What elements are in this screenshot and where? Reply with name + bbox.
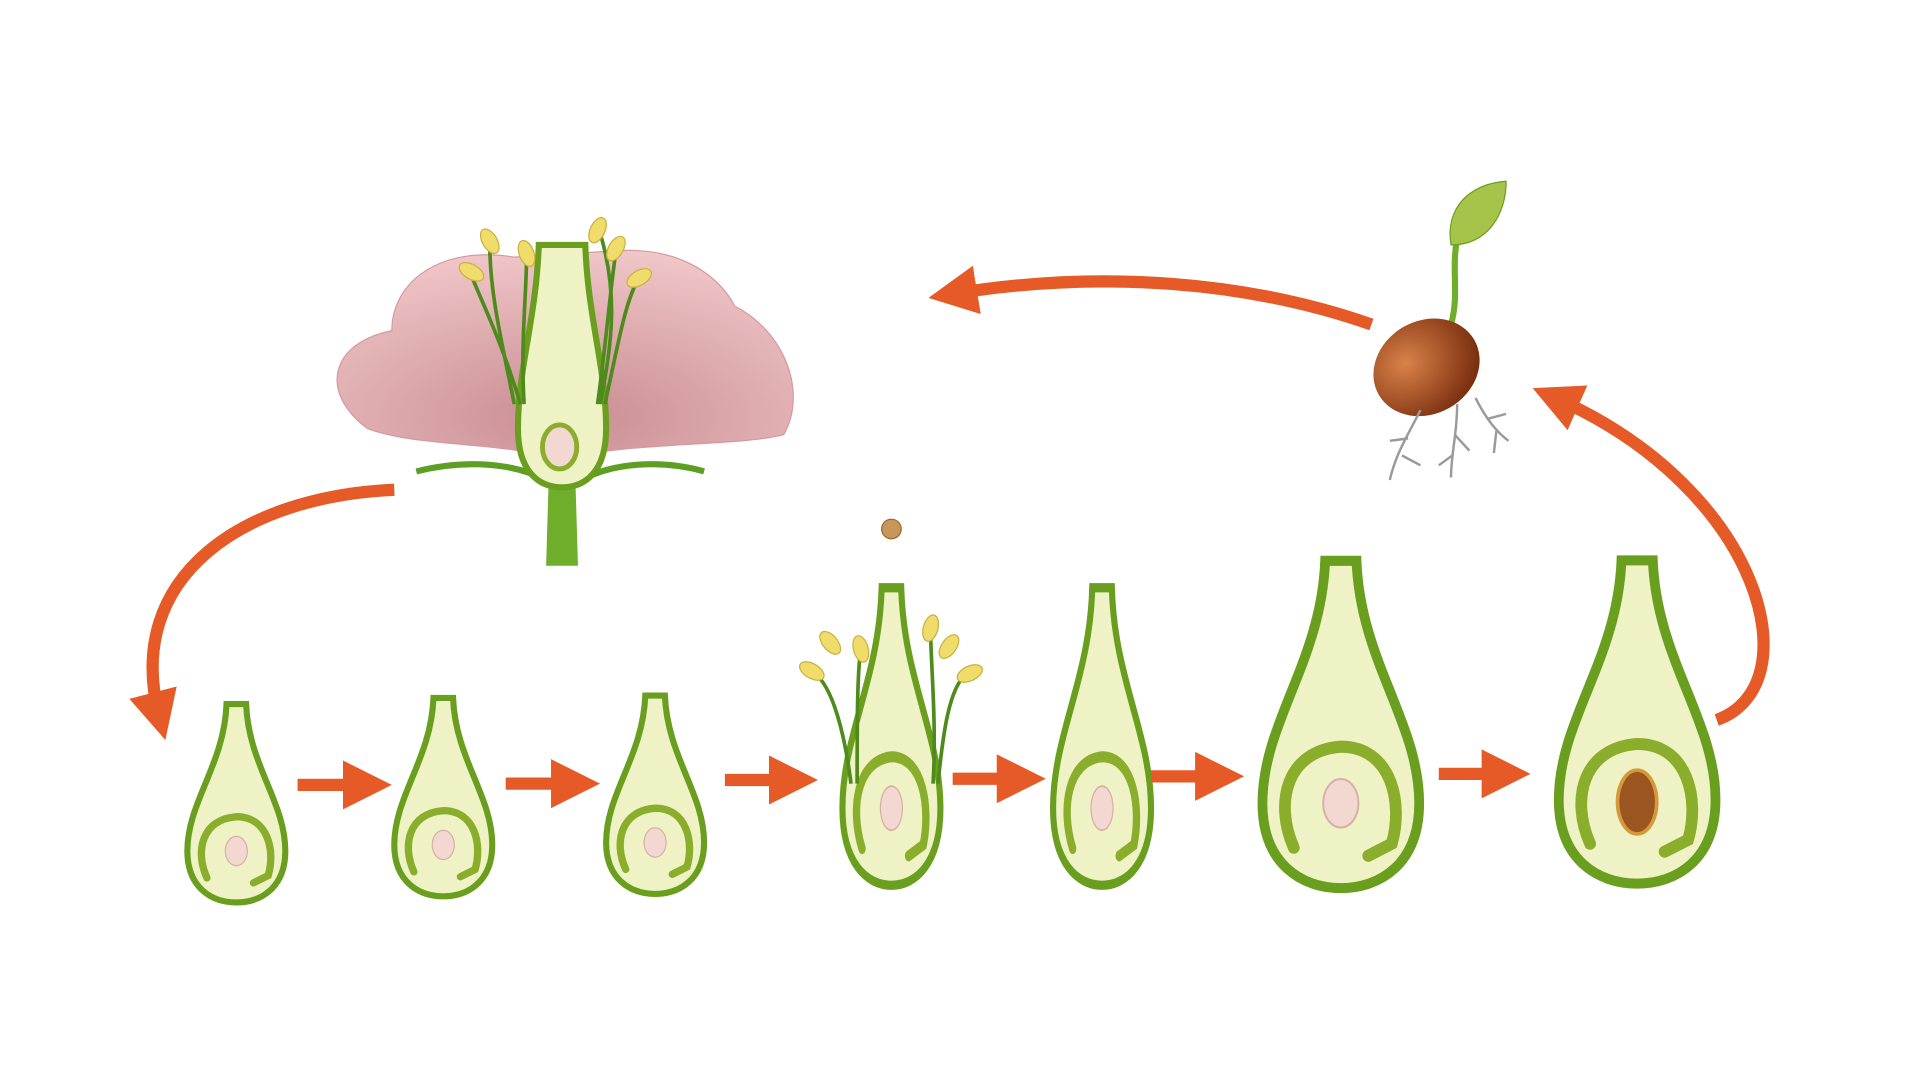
ovule-stage-2	[394, 698, 492, 896]
germinating-seed-icon	[1373, 180, 1510, 481]
ovule-stage-3	[606, 696, 704, 894]
ovule-stage-4-pollination	[798, 588, 984, 886]
flower-icon	[336, 216, 794, 566]
ovule-stage-7-seed	[1559, 560, 1716, 883]
ovule-stage-1	[187, 704, 285, 902]
ovule-stage-6	[1262, 561, 1419, 888]
ovule-stage-5	[1053, 588, 1151, 886]
arrow-icon	[1532, 385, 1770, 726]
arrow-icon	[129, 483, 395, 741]
arrow-icon	[928, 265, 1374, 331]
pollen-icon	[881, 518, 902, 540]
